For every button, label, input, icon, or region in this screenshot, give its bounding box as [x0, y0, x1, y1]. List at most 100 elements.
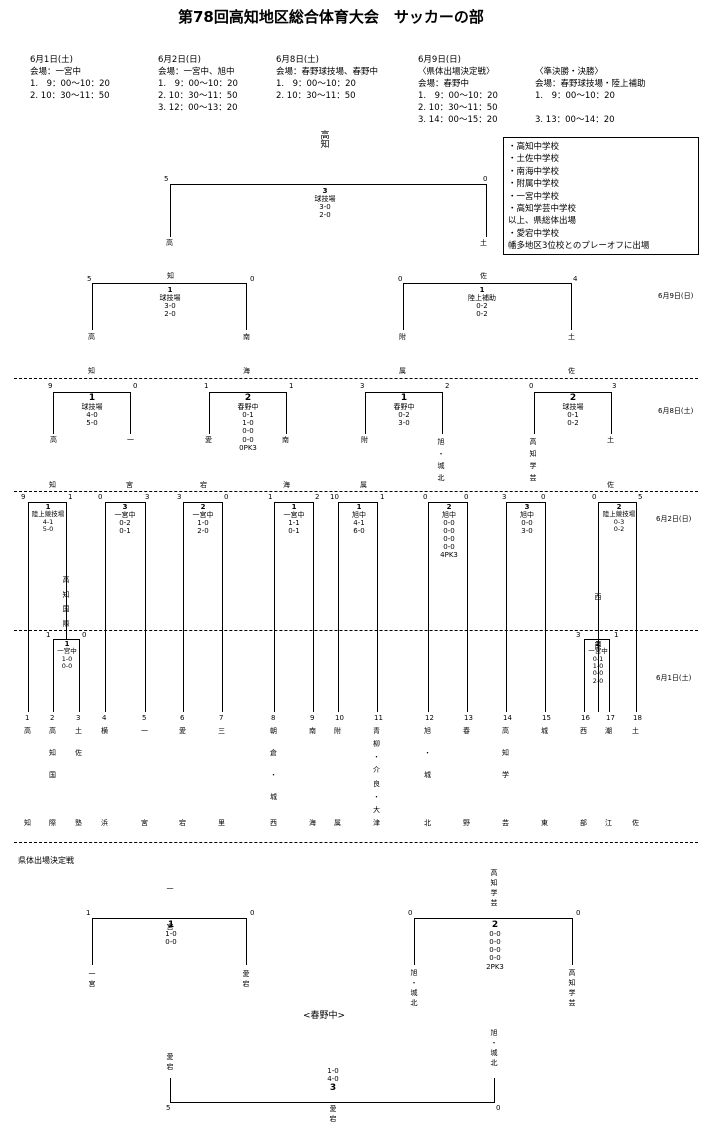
- bracket-line: [53, 639, 54, 712]
- qualifier-item: ・高知学芸中学校: [508, 203, 577, 214]
- r2-right-score: 0: [464, 493, 469, 501]
- bracket-line: [636, 502, 637, 712]
- playoff-bracket-line: [170, 1078, 171, 1103]
- r2-left-score: 1: [268, 493, 273, 501]
- bracket-line: [598, 502, 637, 503]
- schedule-line: 2. 10：30〜11：50: [158, 91, 238, 101]
- pk-score: 0PK3: [239, 443, 257, 452]
- half-score: 4-0: [327, 1075, 339, 1084]
- bracket-line: [506, 502, 507, 712]
- r2-result: 3 一宮中 0-2 0-1: [104, 503, 146, 535]
- match-number: 1: [88, 393, 96, 403]
- schedule-line: 1. 9：00〜10：20: [30, 79, 110, 89]
- half-score: 0-0: [489, 938, 501, 947]
- semi-right-score: 4: [573, 275, 578, 283]
- qf-bracket-line: [53, 392, 131, 393]
- match-number: 1: [400, 393, 408, 403]
- half-score: 3-0: [164, 302, 176, 311]
- qf-left-score: 0: [529, 382, 534, 390]
- match-number: 2: [569, 393, 577, 403]
- bracket-line: [274, 502, 275, 712]
- qf-bracket-line: [53, 392, 54, 434]
- half-score: 2-0: [592, 676, 604, 685]
- team-number: 15: [542, 714, 551, 722]
- bracket-line: [428, 502, 429, 712]
- half-score: 6-0: [353, 527, 365, 536]
- bracket-line: [428, 502, 468, 503]
- r2-right-score: 5: [638, 493, 643, 501]
- semi-winner-label: 佐: [480, 272, 487, 280]
- r1-right-score: 0: [82, 631, 87, 639]
- bracket-line: [545, 502, 546, 712]
- r2-left-score: 3: [502, 493, 507, 501]
- half-score: 0-2: [398, 411, 410, 420]
- half-score: 1-0: [197, 519, 209, 528]
- round-divider: [14, 378, 698, 379]
- match-number: 3: [122, 503, 128, 511]
- qf-bracket-line: [534, 392, 612, 393]
- match-venue: 一宮中: [192, 511, 214, 520]
- bracket-line: [28, 502, 29, 712]
- r2-left-score: 10: [330, 493, 339, 501]
- schedule-line: 1. 9：00〜10：20: [158, 79, 238, 89]
- qf-left-score: 9: [48, 382, 53, 390]
- playoff-bracket-line: [494, 1078, 495, 1103]
- schedule-block-5: 〈準決勝・決勝〉 会場：春野球技場・陸上補助 1. 9：00〜10：20 3. …: [535, 68, 646, 128]
- half-score: 0-1: [288, 527, 300, 536]
- qf-bracket-line: [442, 392, 443, 434]
- half-score: 0-0: [242, 427, 254, 436]
- round-date-label: 6月1日(土): [656, 674, 692, 682]
- qf-right-team: 旭・城北: [437, 438, 445, 482]
- playoff-result: 2 0-0 0-0 0-0 0-0 2PK3: [470, 920, 520, 971]
- half-score: 0-0: [443, 527, 455, 536]
- final-result: 3 球技場 3-0 2-0: [300, 187, 350, 219]
- match-venue: 球技場: [81, 403, 103, 412]
- team-number: 8: [271, 714, 276, 722]
- half-score: 0-0: [61, 661, 73, 670]
- schedule-line: 会場：一宮中、旭中: [158, 67, 235, 77]
- bracket-line: [66, 571, 67, 639]
- playoff-label: 県体出場決定戦: [18, 856, 74, 865]
- schedule-line: 1. 9：00〜10：20: [418, 91, 498, 101]
- bracket-line: [28, 502, 67, 503]
- match-number: 1: [356, 503, 362, 511]
- schedule-line: 3. 14：00〜15：20: [418, 115, 498, 125]
- qualifier-item: ・一宮中学校: [508, 191, 560, 202]
- schedule-line: 1. 9：00〜10：20: [535, 91, 615, 101]
- match-venue: 一宮中: [283, 511, 305, 520]
- team-number: 13: [464, 714, 473, 722]
- qf-result: 1 春野中 0-2 3-0: [379, 393, 429, 427]
- bracket-line: [584, 639, 610, 640]
- match-number: 2: [446, 503, 452, 511]
- bracket-line: [145, 502, 146, 712]
- qf-bracket-line: [365, 392, 443, 393]
- half-score: 0-0: [592, 669, 604, 678]
- team-number: 7: [219, 714, 224, 722]
- final-left-team: 高: [166, 239, 173, 247]
- team-number: 3: [76, 714, 81, 722]
- half-score: 4-0: [86, 411, 98, 420]
- half-score: 0-0: [443, 535, 455, 544]
- qualifier-item: ・愛宕中学校: [508, 228, 560, 239]
- r2-winner-label: 海: [283, 481, 290, 489]
- round-date-label: 6月9日(日): [658, 292, 694, 300]
- half-score: 0-2: [476, 310, 488, 319]
- schedule-line: 2. 10：30〜11：50: [418, 103, 498, 113]
- playoff-bracket-line: [414, 918, 415, 965]
- semi-bracket-line: [571, 283, 572, 330]
- final-right-score: 0: [483, 175, 488, 183]
- bracket-line: [338, 502, 378, 503]
- playoff-left-team: 旭・城北: [410, 969, 418, 1008]
- schedule-line: 会場：春野中: [418, 79, 470, 89]
- final-left-score: 5: [164, 175, 169, 183]
- schedule-date: 6月2日(日): [158, 55, 201, 65]
- schedule-line: 〈準決勝・決勝〉: [535, 67, 604, 77]
- qf-left-team: 附: [361, 436, 368, 444]
- r1-left-score: 3: [576, 631, 581, 639]
- qf-bracket-line: [209, 392, 210, 434]
- schedule-line: 会場：春野球技場・陸上補助: [535, 79, 646, 89]
- r2-advancing-team: 西部: [594, 593, 602, 649]
- match-venue: 陸上競技場: [31, 510, 65, 519]
- team-number: 9: [310, 714, 315, 722]
- semi-winner-label: 知: [167, 272, 174, 280]
